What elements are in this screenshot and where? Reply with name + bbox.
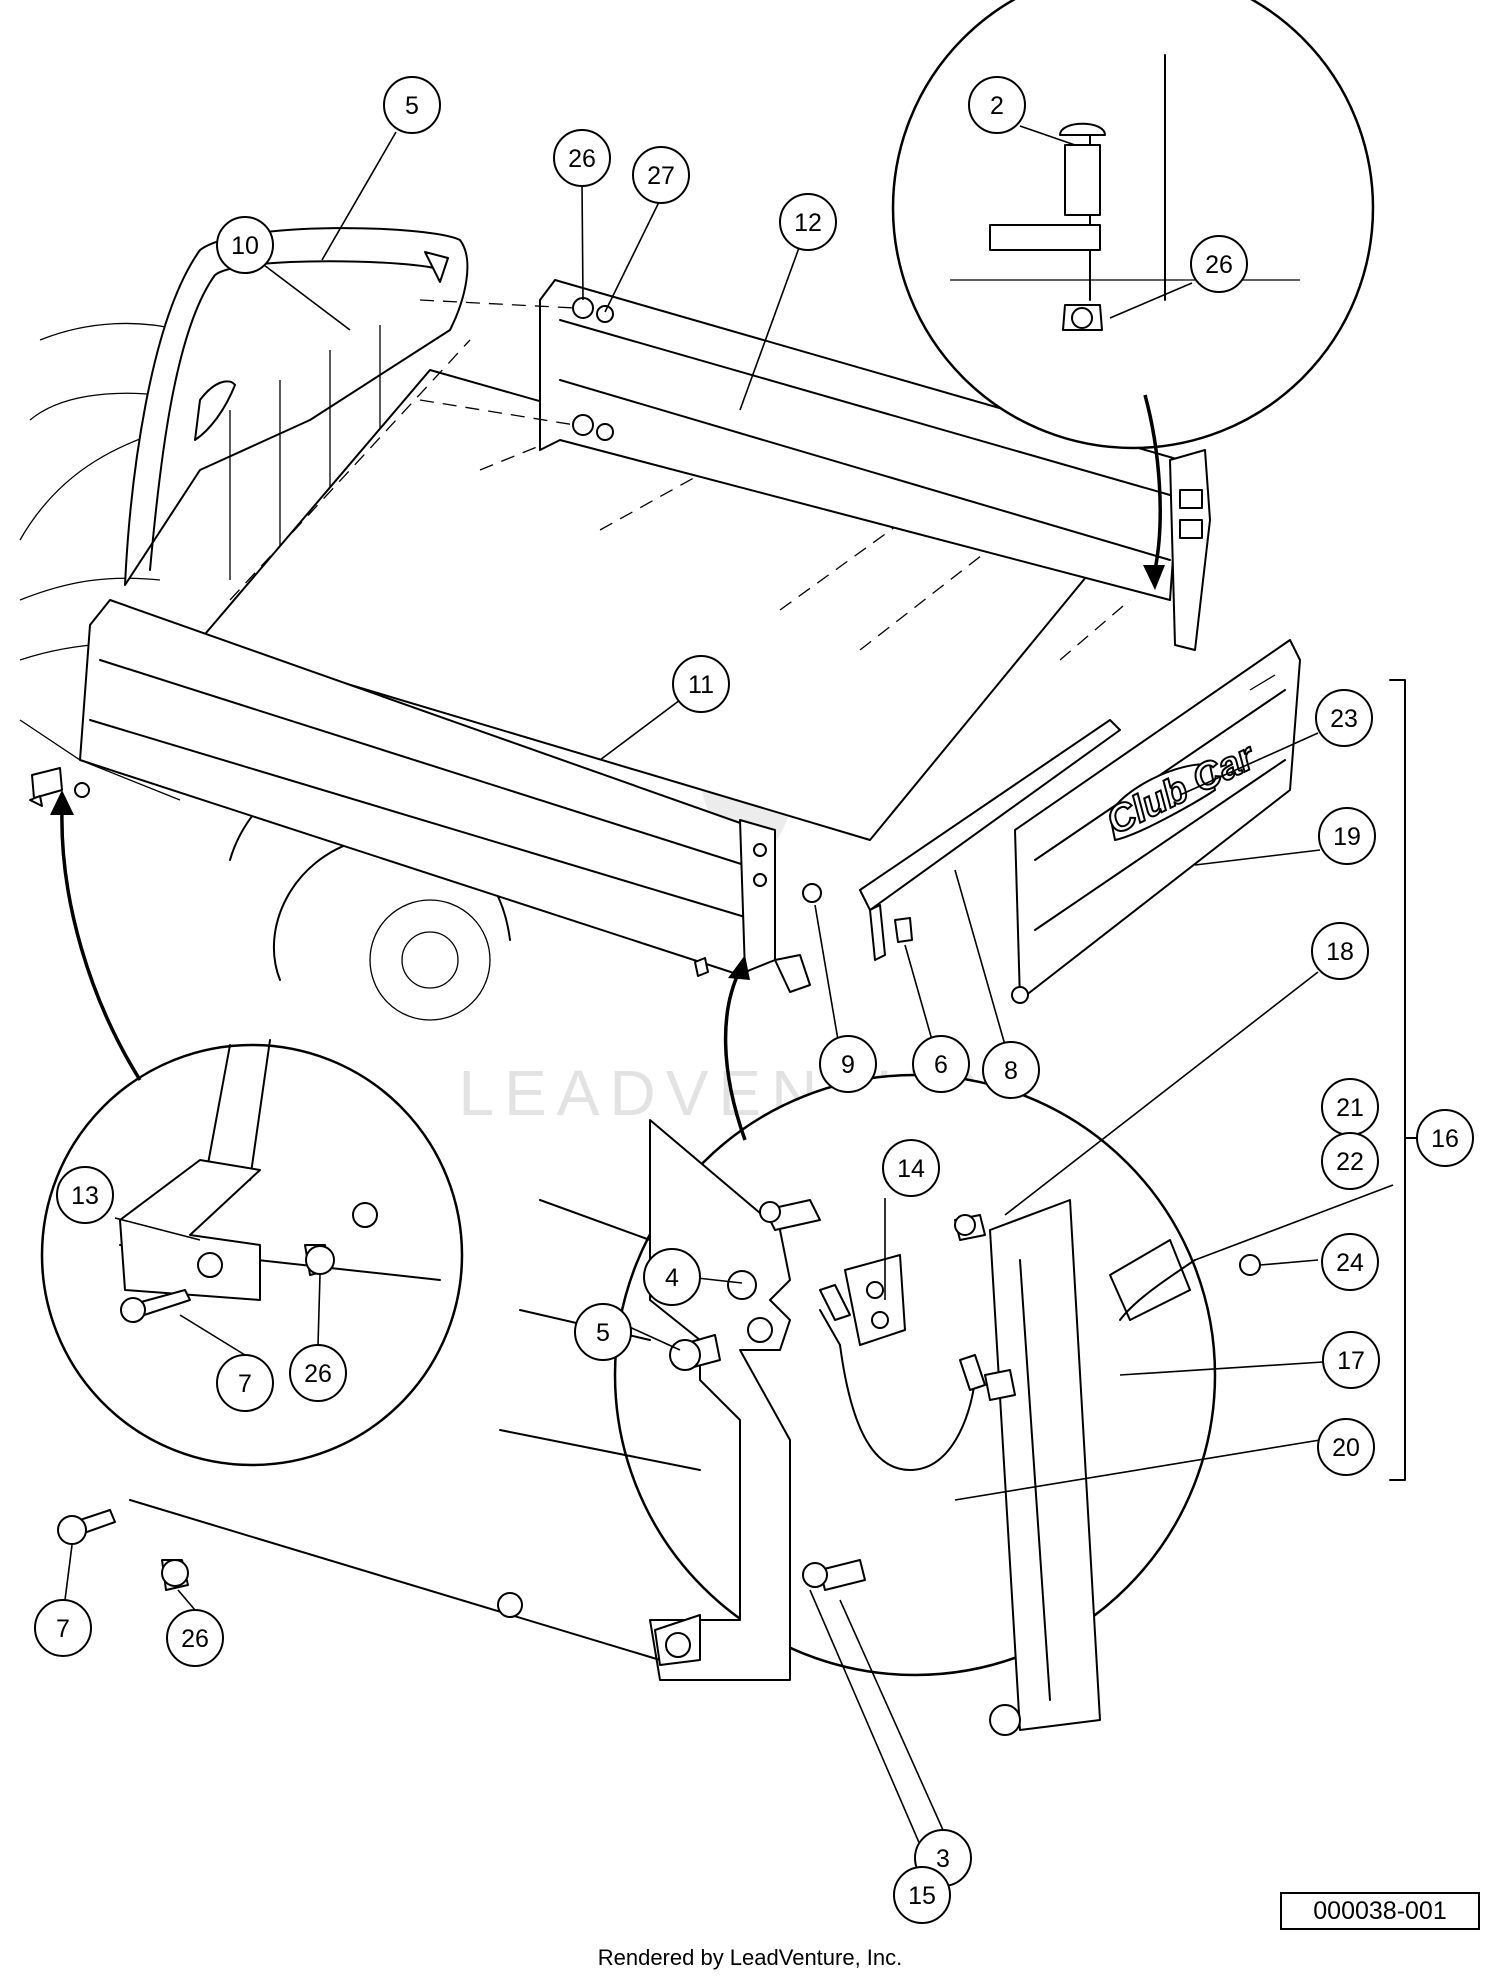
- callout-26-lower: 26: [166, 1609, 224, 1667]
- svg-text:14: 14: [897, 1155, 925, 1183]
- drawing-number-box: 000038-001: [1280, 1892, 1480, 1930]
- detail-view-tailgate-hinge: [499, 1073, 1261, 1736]
- leader-lines: [64, 125, 1394, 1869]
- callout-14: 14: [882, 1139, 940, 1197]
- svg-text:13: 13: [71, 1182, 99, 1210]
- callout-24: 24: [1321, 1233, 1379, 1291]
- assembly-16-bracket: [1389, 679, 1421, 1481]
- svg-text:2: 2: [990, 92, 1004, 120]
- svg-text:11: 11: [688, 671, 714, 699]
- svg-text:4: 4: [665, 1264, 679, 1292]
- left-side-panel: [29, 599, 776, 976]
- callout-11: 11: [672, 655, 730, 713]
- detail-arrows: [50, 394, 1165, 1141]
- callout-5-top: 5: [383, 76, 441, 134]
- callout-18: 18: [1311, 922, 1369, 980]
- svg-text:7: 7: [238, 1370, 252, 1398]
- svg-text:20: 20: [1332, 1434, 1360, 1462]
- svg-text:27: 27: [647, 162, 675, 190]
- svg-text:19: 19: [1333, 823, 1361, 851]
- callout-13: 13: [56, 1166, 114, 1224]
- callout-9: 9: [819, 1035, 877, 1093]
- svg-text:6: 6: [934, 1051, 948, 1079]
- callout-23: 23: [1315, 689, 1373, 747]
- callout-25: 26: [553, 129, 611, 187]
- render-credit: Rendered by LeadVenture, Inc.: [597, 1945, 903, 1970]
- callout-10: 10: [216, 216, 274, 274]
- svg-text:18: 18: [1326, 938, 1354, 966]
- callout-17: 17: [1322, 1331, 1380, 1389]
- callout-labels: 5 10 26 27 12 2 26 11 23 19 9 6 8 18 21 …: [34, 76, 1474, 1924]
- svg-text:26: 26: [181, 1625, 209, 1653]
- svg-text:21: 21: [1336, 1094, 1364, 1122]
- svg-text:8: 8: [1004, 1057, 1018, 1085]
- callout-8: 8: [982, 1041, 1040, 1099]
- svg-text:16: 16: [1431, 1125, 1459, 1153]
- callout-21: 21: [1321, 1078, 1379, 1136]
- callout-22: 22: [1321, 1132, 1379, 1190]
- hinge-bar-assembly: [694, 719, 1121, 993]
- callout-15: 15: [893, 1866, 951, 1924]
- callout-26-detail: 26: [289, 1344, 347, 1402]
- callout-26-top: 26: [1190, 235, 1248, 293]
- callout-19: 19: [1318, 807, 1376, 865]
- svg-text:9: 9: [841, 1051, 855, 1079]
- loose-hardware-lower-left: [57, 1499, 701, 1666]
- callout-16: 16: [1416, 1109, 1474, 1167]
- svg-text:17: 17: [1337, 1347, 1365, 1375]
- callout-6: 6: [912, 1035, 970, 1093]
- svg-text:22: 22: [1336, 1148, 1364, 1176]
- tailgate-assembly: Club Car: [1011, 639, 1301, 1004]
- callout-7-lower: 7: [34, 1599, 92, 1657]
- callout-4: 4: [643, 1248, 701, 1306]
- callout-12: 12: [779, 193, 837, 251]
- svg-text:26: 26: [304, 1360, 332, 1388]
- callout-2: 2: [968, 76, 1026, 134]
- svg-text:26: 26: [568, 145, 596, 173]
- svg-text:5: 5: [596, 1319, 610, 1347]
- callout-7-detail: 7: [216, 1354, 274, 1412]
- detail-view-carriage-bolt: [891, 0, 1375, 450]
- seat-back-panel: [124, 227, 469, 586]
- svg-text:15: 15: [908, 1882, 936, 1910]
- callout-5-lower: 5: [574, 1303, 632, 1361]
- svg-text:26: 26: [1205, 251, 1233, 279]
- svg-text:12: 12: [794, 209, 822, 237]
- svg-text:3: 3: [936, 1845, 950, 1873]
- callout-20: 20: [1317, 1418, 1375, 1476]
- svg-text:7: 7: [56, 1615, 70, 1643]
- detail-view-corner-bracket: [40, 1039, 464, 1467]
- svg-text:10: 10: [231, 232, 259, 260]
- svg-text:5: 5: [405, 92, 419, 120]
- right-side-panel: [419, 279, 1211, 651]
- svg-text:24: 24: [1336, 1249, 1364, 1277]
- svg-text:23: 23: [1330, 705, 1358, 733]
- callout-27: 27: [632, 146, 690, 204]
